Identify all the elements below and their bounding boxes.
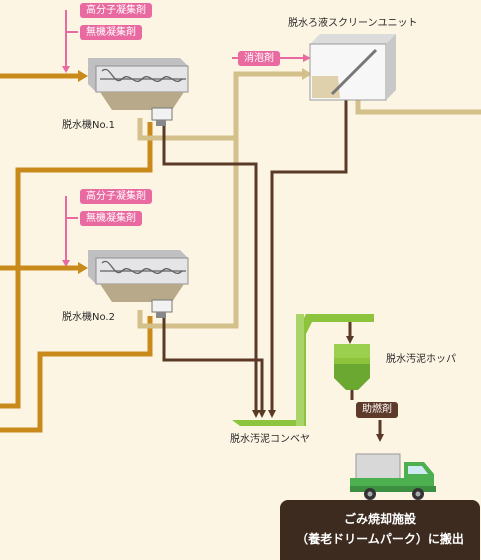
conveyor	[232, 314, 374, 426]
hopper-label: 脱水汚泥ホッパ	[386, 354, 456, 365]
filtrate-lines	[137, 71, 481, 329]
screen-unit-label: 脱水ろ液スクリーンユニット	[288, 18, 418, 29]
truck	[350, 453, 436, 500]
reagent-label-inorganic-1: 無機凝集剤	[80, 25, 142, 40]
hopper	[334, 344, 370, 390]
sludge-lines	[162, 100, 382, 436]
reagent-label-polymer-2: 高分子凝集剤	[80, 189, 152, 204]
machine-label-2: 脱水機No.2	[62, 312, 115, 323]
dewatering-machine-1	[88, 58, 189, 126]
feed-arrowheads	[78, 70, 88, 274]
destination-box: ごみ焼却施設 （養老ドリームパーク）に搬出	[280, 500, 480, 560]
reagent-label-antifoam: 消泡剤	[238, 51, 280, 66]
reagent-label-inorganic-2: 無機凝集剤	[80, 211, 142, 226]
reagent-arrowheads	[62, 54, 311, 267]
destination-line-1: ごみ焼却施設	[343, 512, 416, 526]
destination-line-2: （養老ドリームパーク）に搬出	[296, 532, 464, 546]
reagent-label-polymer-1: 高分子凝集剤	[80, 3, 152, 18]
dewatering-machine-2	[88, 250, 189, 318]
screen-unit	[309, 34, 396, 101]
machine-label-1: 脱水機No.1	[62, 120, 115, 131]
conveyor-label: 脱水汚泥コンベヤ	[230, 434, 310, 445]
auxiliary-fuel-label: 助燃剤	[356, 402, 398, 418]
sludge-arrowheads	[252, 336, 384, 442]
feed-lines	[0, 73, 153, 433]
